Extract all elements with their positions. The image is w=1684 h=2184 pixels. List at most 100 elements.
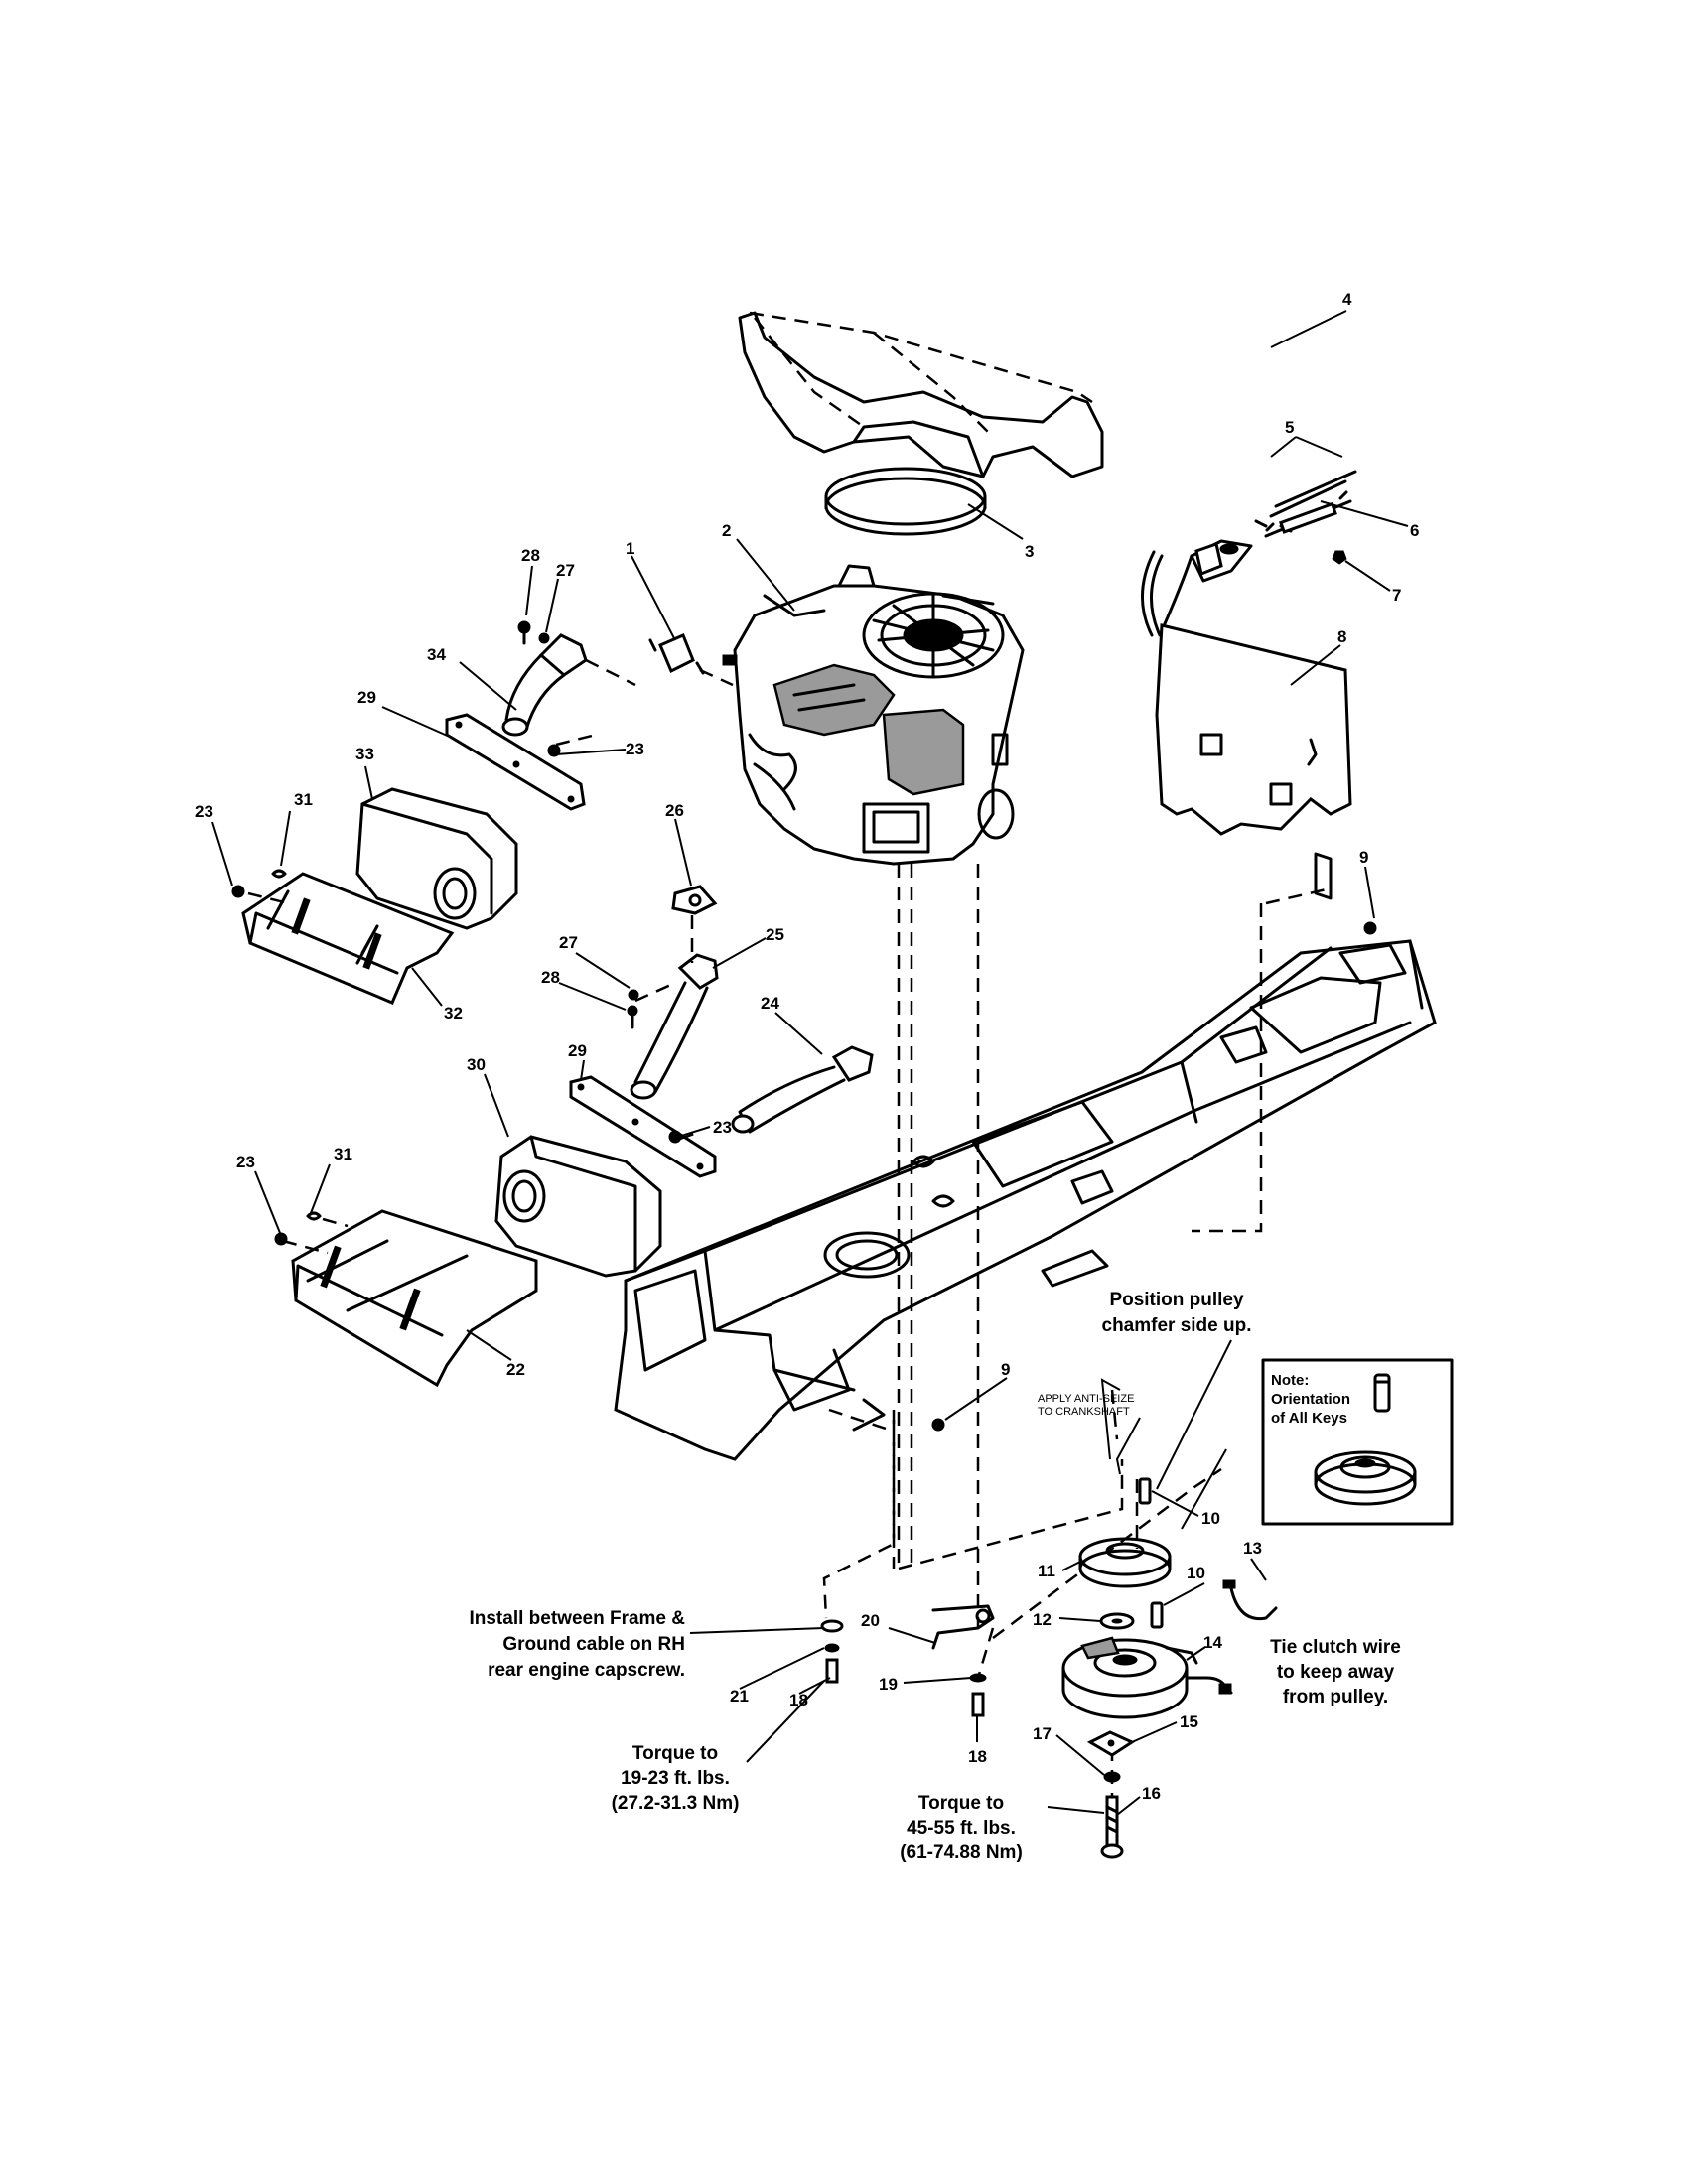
- note-ground-cable: Install between Frame & Ground cable on …: [469, 1608, 685, 1681]
- callout-19: 19: [879, 1675, 898, 1694]
- callout-10-lower: 10: [1187, 1564, 1205, 1582]
- callout-27-top: 27: [556, 561, 575, 580]
- svg-text:to keep away: to keep away: [1277, 1662, 1395, 1683]
- callout-29-mid: 29: [568, 1041, 587, 1060]
- note-pulley-position: Position pulley chamfer side up.: [1102, 1290, 1252, 1336]
- note-clutch-wire: Tie clutch wire to keep away from pulley…: [1270, 1637, 1401, 1707]
- svg-text:rear engine capscrew.: rear engine capscrew.: [488, 1660, 685, 1681]
- svg-text:TO CRANKSHAFT: TO CRANKSHAFT: [1038, 1406, 1130, 1418]
- svg-text:19-23 ft. lbs.: 19-23 ft. lbs.: [621, 1768, 730, 1789]
- callout-23-top: 23: [626, 740, 644, 758]
- callout-5: 5: [1285, 418, 1294, 437]
- callout-13: 13: [1243, 1539, 1262, 1558]
- svg-text:Position pulley: Position pulley: [1109, 1290, 1244, 1310]
- engine-pulley: [1078, 1537, 1172, 1588]
- callout-2: 2: [722, 521, 731, 540]
- throttle-control: [1141, 470, 1357, 637]
- screw-9-lower: [931, 1418, 945, 1432]
- svg-text:Torque to: Torque to: [632, 1743, 718, 1764]
- callout-15: 15: [1180, 1712, 1198, 1731]
- callout-31-lower: 31: [334, 1145, 352, 1163]
- svg-text:Torque to: Torque to: [918, 1793, 1004, 1814]
- note-keys-orientation: Note: Orientation of All Keys: [1271, 1372, 1350, 1427]
- callout-23-left-upper: 23: [195, 802, 213, 821]
- callout-16: 16: [1142, 1784, 1161, 1803]
- fuel-filter: [648, 633, 734, 687]
- callout-27-mid: 27: [559, 933, 578, 952]
- svg-text:Install between Frame &: Install between Frame &: [469, 1608, 685, 1629]
- svg-text:(27.2-31.3 Nm): (27.2-31.3 Nm): [612, 1793, 740, 1814]
- callout-26: 26: [665, 801, 684, 820]
- note-anti-seize: APPLY ANTI-SEIZE TO CRANKSHAFT: [1038, 1393, 1134, 1418]
- svg-text:Tie clutch wire: Tie clutch wire: [1270, 1637, 1401, 1658]
- callout-30: 30: [467, 1055, 486, 1074]
- callout-1: 1: [626, 539, 634, 558]
- lower-gasket: [671, 885, 718, 915]
- lower-exhaust-pipe-left: [630, 953, 719, 1100]
- callout-23-mid: 23: [713, 1118, 732, 1137]
- callout-numbers: 1 2 3 4 5 6 7 8 9 9 10 10 11 12 13 14 15…: [195, 290, 1419, 1803]
- callout-14: 14: [1203, 1633, 1222, 1652]
- callout-11: 11: [1038, 1562, 1055, 1580]
- callout-25: 25: [766, 925, 784, 944]
- upper-muffler-guard: [241, 872, 455, 1005]
- svg-text:(61-74.88 Nm): (61-74.88 Nm): [900, 1843, 1023, 1863]
- bolt-16: [1100, 1795, 1124, 1859]
- callout-22: 22: [506, 1360, 525, 1379]
- washer-12: [1099, 1612, 1135, 1630]
- screw-9-upper: [1363, 921, 1377, 935]
- lower-muffler-bracket: [569, 1075, 717, 1178]
- callout-32: 32: [444, 1004, 463, 1023]
- callout-21: 21: [730, 1687, 749, 1706]
- svg-text:from pulley.: from pulley.: [1283, 1687, 1388, 1707]
- callout-8: 8: [1337, 627, 1346, 646]
- svg-text:Note:: Note:: [1271, 1372, 1309, 1389]
- wire-harness-13: [1222, 1579, 1278, 1621]
- callout-23-left-lower: 23: [236, 1153, 255, 1171]
- callout-24: 24: [761, 994, 779, 1013]
- lockwasher-17: [1103, 1771, 1121, 1783]
- engine: [722, 564, 1025, 866]
- callout-28-top: 28: [521, 546, 540, 565]
- hardware-fasteners: [231, 620, 701, 1255]
- assembly-lines: [822, 864, 1332, 1807]
- svg-text:45-55 ft. lbs.: 45-55 ft. lbs.: [907, 1818, 1016, 1839]
- svg-text:of All Keys: of All Keys: [1271, 1410, 1347, 1427]
- air-screen-ring: [824, 467, 987, 536]
- callout-6: 6: [1410, 521, 1419, 540]
- callout-12: 12: [1033, 1610, 1052, 1629]
- note-torque-center: Torque to 45-55 ft. lbs. (61-74.88 Nm): [900, 1793, 1023, 1863]
- callout-28-mid: 28: [541, 968, 560, 987]
- upper-muffler: [355, 787, 518, 930]
- key-10-upper: [1138, 1477, 1152, 1505]
- pto-clutch: [1061, 1636, 1233, 1719]
- svg-text:APPLY ANTI-SEIZE: APPLY ANTI-SEIZE: [1038, 1393, 1134, 1405]
- callout-7: 7: [1392, 586, 1401, 605]
- leader-lines: [211, 310, 1409, 1816]
- callout-33: 33: [355, 745, 374, 763]
- engine-shroud: [738, 311, 1104, 478]
- callout-18-center: 18: [968, 1747, 987, 1766]
- callout-4: 4: [1342, 290, 1352, 309]
- lower-muffler-guard: [291, 1209, 538, 1388]
- callout-3: 3: [1025, 542, 1034, 561]
- keys-note-box: [1261, 1358, 1454, 1526]
- bracket-15: [1086, 1730, 1136, 1757]
- tractor-frame: [614, 939, 1437, 1461]
- heat-shield-panel: [1155, 623, 1352, 900]
- callout-10-upper: 10: [1201, 1509, 1220, 1528]
- lower-muffler: [494, 1135, 662, 1278]
- callout-17: 17: [1033, 1724, 1052, 1743]
- callout-34: 34: [427, 645, 446, 664]
- callout-9-upper: 9: [1359, 848, 1368, 867]
- note-torque-left: Torque to 19-23 ft. lbs. (27.2-31.3 Nm): [612, 1743, 740, 1814]
- lower-exhaust-pipe-right: [731, 1045, 874, 1134]
- svg-text:Ground cable on RH: Ground cable on RH: [502, 1634, 685, 1655]
- upper-exhaust-pipe: [501, 633, 636, 737]
- svg-text:chamfer side up.: chamfer side up.: [1102, 1315, 1252, 1336]
- callout-9-lower: 9: [1001, 1360, 1010, 1379]
- svg-text:Orientation: Orientation: [1271, 1391, 1350, 1408]
- mount-hardware: [820, 1604, 995, 1717]
- callout-18-left: 18: [789, 1691, 808, 1709]
